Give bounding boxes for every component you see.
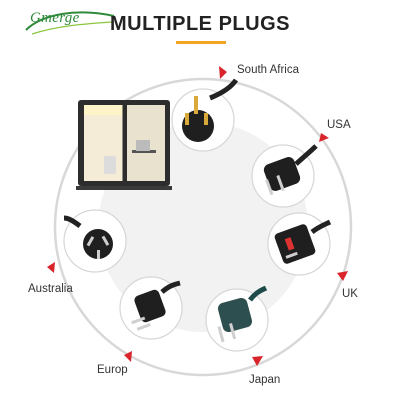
arrow-south-africa bbox=[219, 66, 227, 79]
label-south-africa: South Africa bbox=[237, 64, 300, 76]
logo-swoosh-icon bbox=[25, 11, 115, 31]
plug-europe bbox=[119, 276, 183, 340]
arrow-usa bbox=[319, 133, 329, 142]
logo-text: Gmerge bbox=[30, 10, 80, 26]
office-booth-icon bbox=[76, 100, 172, 190]
ring-arrows bbox=[47, 66, 348, 366]
europe-plug-icon bbox=[134, 289, 166, 323]
label-europ: Europ bbox=[97, 364, 128, 376]
title-underline bbox=[176, 41, 226, 44]
outer-ring bbox=[53, 77, 353, 377]
label-australia: Australia bbox=[28, 283, 73, 295]
usa-plug-icon bbox=[263, 157, 301, 191]
label-japan: Japan bbox=[249, 374, 281, 386]
brand-logo bbox=[25, 11, 115, 35]
plug-uk bbox=[267, 212, 332, 276]
arrow-uk bbox=[337, 271, 348, 281]
plug-south-africa bbox=[171, 78, 239, 152]
australia-plug-icon bbox=[83, 229, 113, 259]
arrow-japan bbox=[252, 356, 263, 366]
uk-plug-icon bbox=[274, 224, 316, 264]
page-title: MULTIPLE PLUGS bbox=[110, 13, 290, 35]
label-uk: UK bbox=[342, 288, 358, 300]
arrow-australia bbox=[47, 262, 55, 273]
arrow-europ bbox=[124, 351, 132, 362]
label-usa: USA bbox=[327, 119, 351, 131]
plug-australia bbox=[63, 209, 127, 273]
plug-usa bbox=[251, 144, 318, 208]
plug-japan bbox=[205, 285, 269, 352]
japan-plug-icon bbox=[217, 297, 253, 333]
